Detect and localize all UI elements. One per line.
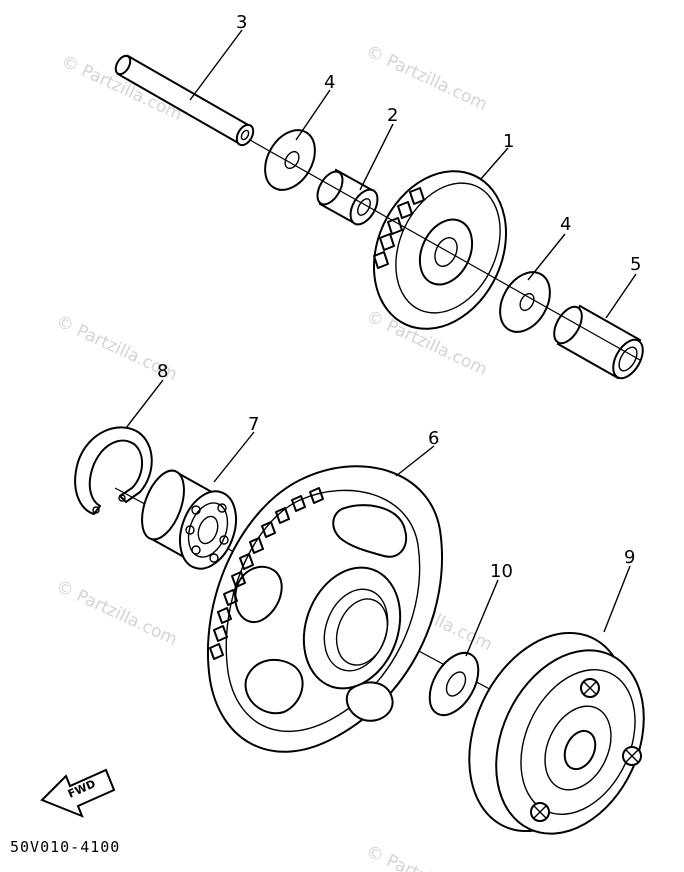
callout-4-lower: 4 [560, 214, 571, 235]
callout-4-upper: 4 [324, 72, 335, 93]
watermark: © Partzilla.com [53, 576, 180, 650]
part-4-washer-lower [499, 271, 551, 333]
part-3-shaft [114, 54, 255, 147]
part-5-sleeve [553, 304, 644, 380]
callout-labels: 3 4 2 1 4 5 8 7 6 10 9 [157, 12, 641, 582]
watermark: © Partzilla.com [363, 41, 490, 115]
part-8-circlip [74, 426, 153, 515]
callout-7: 7 [248, 414, 259, 435]
part-10-washer [428, 651, 480, 717]
callout-6: 6 [428, 428, 439, 449]
leader-lines [125, 29, 637, 657]
screw-heads [530, 678, 642, 822]
part-6-large-gear [206, 465, 444, 753]
callout-5: 5 [630, 254, 641, 275]
watermark: © Partzilla.com [363, 841, 490, 872]
callout-1: 1 [503, 131, 514, 152]
callout-9: 9 [624, 547, 635, 568]
part-2-bushing [316, 168, 379, 226]
fwd-arrow: FWD [40, 768, 116, 818]
diagram-code: 50V010-4100 [10, 838, 121, 856]
part-9-clutch-housing [468, 631, 645, 835]
part-7-bearing [141, 469, 238, 570]
part-1-gear [372, 170, 508, 330]
callout-8: 8 [157, 361, 168, 382]
callout-3: 3 [236, 12, 247, 33]
callout-10: 10 [490, 561, 513, 582]
callout-2: 2 [387, 105, 398, 126]
part-4-washer-upper [264, 129, 316, 191]
